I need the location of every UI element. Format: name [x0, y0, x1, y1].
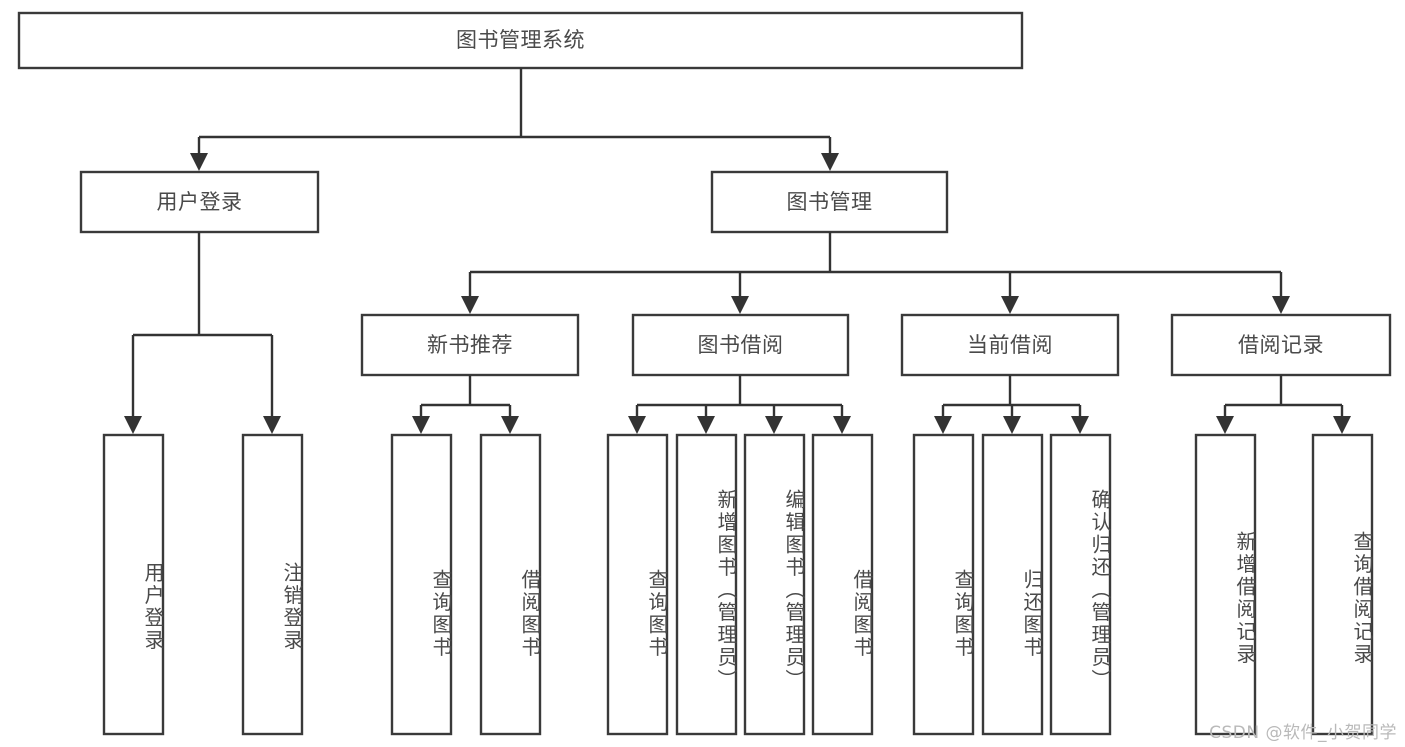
box-leaf-edit-book[interactable]: [743, 433, 806, 736]
box-leaf-add-book[interactable]: [675, 433, 738, 736]
box-leaf-query-book-1[interactable]: [390, 433, 453, 736]
box-leaf-query-book-2[interactable]: [606, 433, 669, 736]
box-borrow-record[interactable]: [1170, 313, 1392, 377]
box-leaf-user-login[interactable]: [102, 433, 165, 736]
box-leaf-borrow-book-1[interactable]: [479, 433, 542, 736]
box-leaf-logout[interactable]: [241, 433, 304, 736]
box-book-borrow[interactable]: [631, 313, 850, 377]
box-new-book-recommend[interactable]: [360, 313, 580, 377]
box-leaf-borrow-book-2[interactable]: [811, 433, 874, 736]
box-leaf-add-record[interactable]: [1194, 433, 1257, 736]
box-user-login[interactable]: [79, 170, 320, 234]
box-current-borrow[interactable]: [900, 313, 1120, 377]
box-leaf-query-record[interactable]: [1311, 433, 1374, 736]
box-leaf-return-book[interactable]: [981, 433, 1044, 736]
box-root[interactable]: [17, 11, 1024, 70]
box-book-management[interactable]: [710, 170, 949, 234]
box-leaf-confirm-return[interactable]: [1049, 433, 1112, 736]
box-leaf-query-book-3[interactable]: [912, 433, 975, 736]
watermark-csdn: CSDN @软件_小贺同学: [1209, 723, 1397, 743]
